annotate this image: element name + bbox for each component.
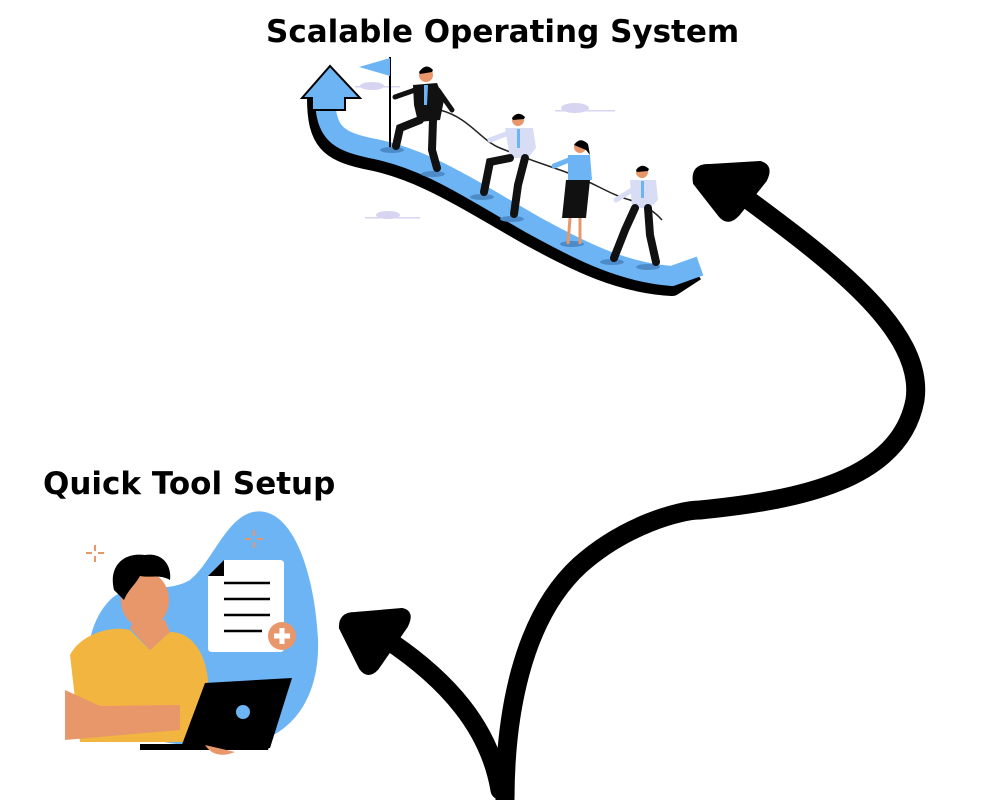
arrowhead-top-right bbox=[692, 161, 770, 222]
sparkle-icon bbox=[86, 530, 263, 562]
flag-icon bbox=[359, 58, 390, 76]
person-laptop-document-icon bbox=[65, 511, 319, 755]
laptop-icon bbox=[180, 678, 292, 750]
team-climbing-arrow-icon bbox=[299, 57, 704, 296]
person-fourth bbox=[600, 165, 660, 270]
growth-arrow-head bbox=[299, 64, 363, 111]
title-quick-tool-setup: Quick Tool Setup bbox=[43, 466, 336, 502]
arrow-branch-left bbox=[370, 625, 510, 800]
arrow-branch-main bbox=[495, 180, 926, 800]
person-third bbox=[551, 140, 592, 247]
face bbox=[121, 572, 169, 628]
forked-arrow-icon bbox=[338, 161, 926, 800]
cloud-icon bbox=[355, 82, 615, 219]
arrowhead-left bbox=[338, 608, 411, 675]
title-scalable-operating-system: Scalable Operating System bbox=[266, 14, 740, 50]
hair bbox=[112, 554, 171, 600]
person-leader bbox=[380, 66, 455, 177]
person-second bbox=[470, 113, 536, 222]
